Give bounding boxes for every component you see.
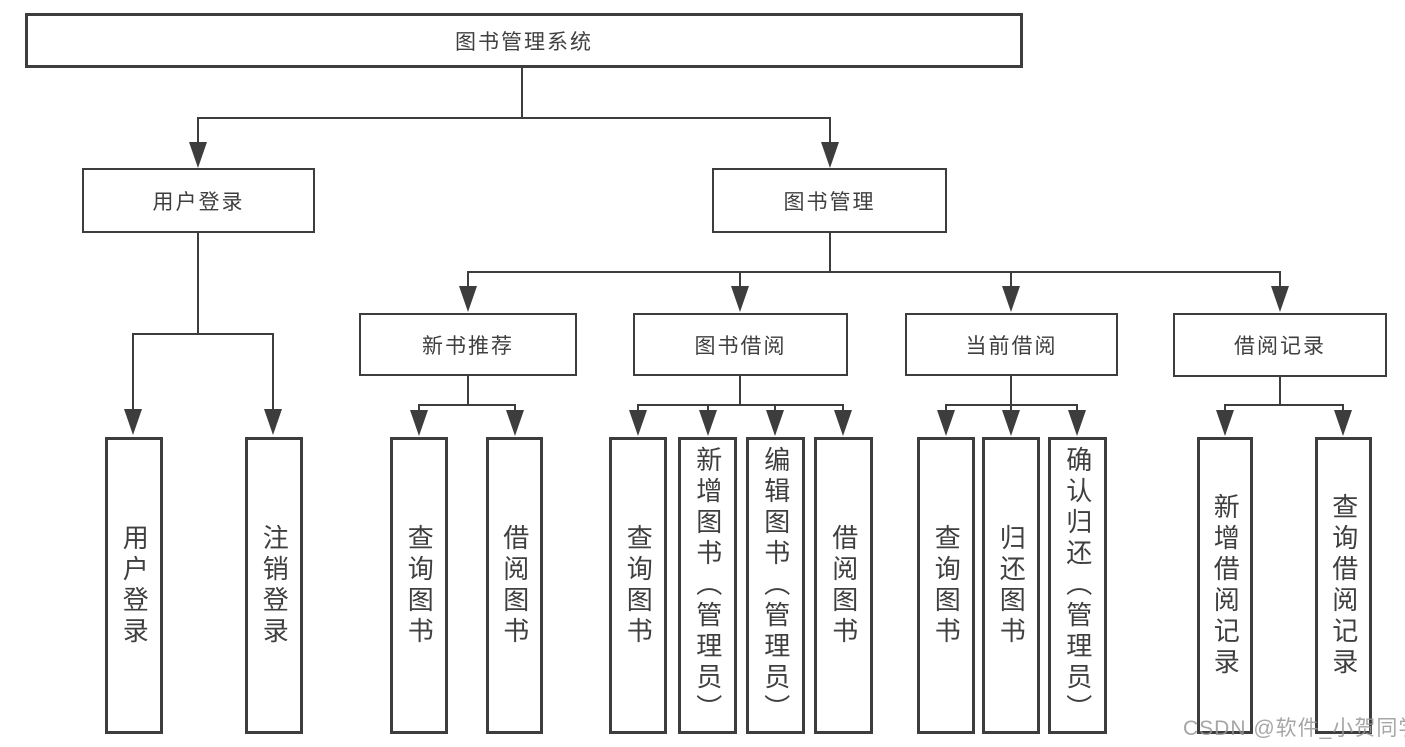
arrow-down-icon — [834, 410, 852, 436]
node-current-borrow-label: 当前借阅 — [965, 334, 1058, 358]
leaf-borrow-books-label: 借阅图书 — [828, 523, 859, 648]
leaf-confirm-return-admin-label: 确认归还（管理员） — [1062, 446, 1093, 725]
arrow-down-icon — [459, 286, 477, 312]
arrow-down-icon — [731, 286, 749, 312]
node-book-borrow-label: 图书借阅 — [694, 334, 787, 358]
node-book-borrow: 图书借阅 — [633, 313, 848, 376]
leaf-query-books-recommend: 查询图书 — [390, 437, 448, 734]
connector-line — [1010, 271, 1012, 288]
connector-line — [1279, 271, 1281, 288]
node-borrow-records-label: 借阅记录 — [1234, 335, 1326, 358]
connector-line — [514, 404, 516, 412]
connector-line — [132, 333, 134, 411]
watermark-text: CSDN @软件_小贺同学 — [1183, 717, 1405, 740]
leaf-query-books-recommend-label: 查询图书 — [404, 523, 435, 648]
arrow-down-icon — [1271, 286, 1289, 312]
node-root-label: 图书管理系统 — [455, 30, 593, 54]
leaf-user-login: 用户登录 — [105, 437, 163, 734]
arrow-down-icon — [1334, 410, 1352, 436]
node-user-login-label: 用户登录 — [152, 190, 245, 214]
leaf-add-book-admin-label: 新增图书（管理员） — [692, 446, 723, 725]
connector-line — [418, 404, 420, 412]
connector-line — [132, 333, 274, 335]
connector-line — [197, 117, 831, 119]
arrow-down-icon — [124, 409, 142, 435]
connector-line — [1224, 404, 1344, 406]
connector-line — [197, 233, 199, 335]
node-borrow-records: 借阅记录 — [1173, 313, 1387, 377]
node-user-login: 用户登录 — [82, 168, 315, 233]
connector-line — [1010, 404, 1012, 412]
arrow-down-icon — [629, 410, 647, 436]
connector-line — [418, 404, 516, 406]
arrow-down-icon — [506, 410, 524, 436]
leaf-add-book-admin: 新增图书（管理员） — [678, 437, 737, 734]
leaf-add-borrow-record: 新增借阅记录 — [1197, 437, 1253, 734]
connector-line — [1279, 377, 1281, 406]
leaf-query-books-borrow: 查询图书 — [609, 437, 667, 734]
node-book-management-label: 图书管理 — [783, 190, 876, 214]
leaf-borrow-books-recommend-label: 借阅图书 — [499, 523, 530, 648]
connector-line — [467, 376, 469, 406]
arrow-down-icon — [1068, 410, 1086, 436]
connector-line — [829, 233, 831, 273]
arrow-down-icon — [410, 410, 428, 436]
connector-line — [467, 271, 1281, 273]
leaf-borrow-books: 借阅图书 — [814, 437, 873, 734]
connector-line — [707, 404, 709, 412]
arrow-down-icon — [264, 409, 282, 435]
leaf-user-login-label: 用户登录 — [119, 523, 150, 648]
connector-line — [197, 117, 199, 144]
arrow-down-icon — [699, 410, 717, 436]
arrow-down-icon — [189, 142, 207, 168]
connector-line — [842, 404, 844, 412]
connector-line — [272, 333, 274, 411]
arrow-down-icon — [821, 142, 839, 168]
connector-line — [774, 404, 776, 412]
leaf-logout: 注销登录 — [245, 437, 303, 734]
leaf-add-borrow-record-label: 新增借阅记录 — [1210, 492, 1241, 679]
connector-line — [521, 68, 523, 118]
leaf-query-borrow-record: 查询借阅记录 — [1315, 437, 1372, 734]
leaf-query-books-borrow-label: 查询图书 — [623, 523, 654, 648]
arrow-down-icon — [937, 410, 955, 436]
leaf-query-books-current-label: 查询图书 — [931, 523, 962, 648]
connector-line — [945, 404, 947, 412]
connector-line — [1076, 404, 1078, 412]
connector-line — [467, 271, 469, 288]
connector-line — [1010, 376, 1012, 406]
leaf-query-borrow-record-label: 查询借阅记录 — [1328, 492, 1359, 679]
node-new-book-recommend-label: 新书推荐 — [422, 334, 514, 358]
leaf-return-books-label: 归还图书 — [996, 523, 1027, 648]
connector-line — [637, 404, 844, 406]
leaf-borrow-books-recommend: 借阅图书 — [486, 437, 543, 734]
arrow-down-icon — [1002, 410, 1020, 436]
connector-line — [739, 376, 741, 406]
arrow-down-icon — [1002, 286, 1020, 312]
leaf-edit-book-admin: 编辑图书（管理员） — [746, 437, 805, 734]
connector-line — [829, 117, 831, 144]
node-root: 图书管理系统 — [25, 13, 1023, 68]
connector-line — [1224, 404, 1226, 412]
arrow-down-icon — [766, 410, 784, 436]
leaf-confirm-return-admin: 确认归还（管理员） — [1048, 437, 1107, 734]
leaf-query-books-current: 查询图书 — [917, 437, 975, 734]
node-new-book-recommend: 新书推荐 — [359, 313, 577, 376]
arrow-down-icon — [1216, 410, 1234, 436]
leaf-edit-book-admin-label: 编辑图书（管理员） — [760, 446, 791, 725]
leaf-return-books: 归还图书 — [982, 437, 1040, 734]
node-book-management: 图书管理 — [712, 168, 947, 233]
connector-line — [1342, 404, 1344, 412]
connector-line — [637, 404, 639, 412]
connector-line — [739, 271, 741, 288]
node-current-borrow: 当前借阅 — [905, 313, 1118, 376]
leaf-logout-label: 注销登录 — [259, 523, 290, 648]
